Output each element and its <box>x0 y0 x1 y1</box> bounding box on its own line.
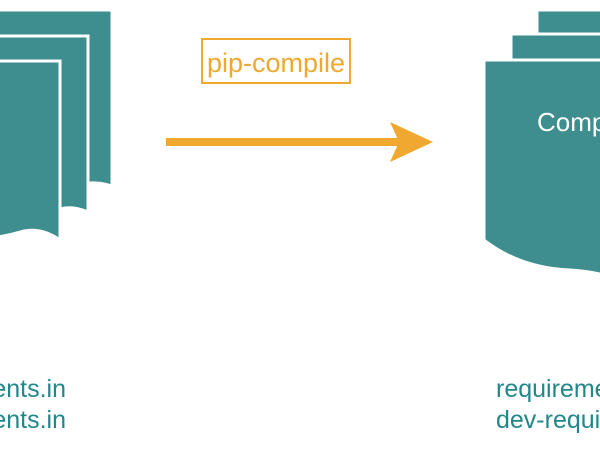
compiled-file-name: requirements.txt <box>496 375 600 403</box>
source-document-front <box>0 59 62 243</box>
pip-compile-step-label: pip-compile <box>201 38 352 84</box>
source-file-name: requirements.in <box>0 375 66 403</box>
compiled-document-label: Compiled <box>537 107 600 137</box>
compiled-document-front <box>482 58 600 276</box>
source-documents-stack <box>0 8 114 243</box>
compile-arrow <box>166 122 433 162</box>
source-file-name: dev-requirements.in <box>0 406 66 434</box>
source-files-caption: requirements.in dev-requirements.in <box>0 374 66 436</box>
compile-arrow-head <box>390 122 433 162</box>
compiled-file-name: dev-requirements.txt <box>496 406 600 434</box>
compiled-files-caption: requirements.txt dev-requirements.txt <box>496 374 600 436</box>
compiled-documents-stack <box>482 8 600 276</box>
